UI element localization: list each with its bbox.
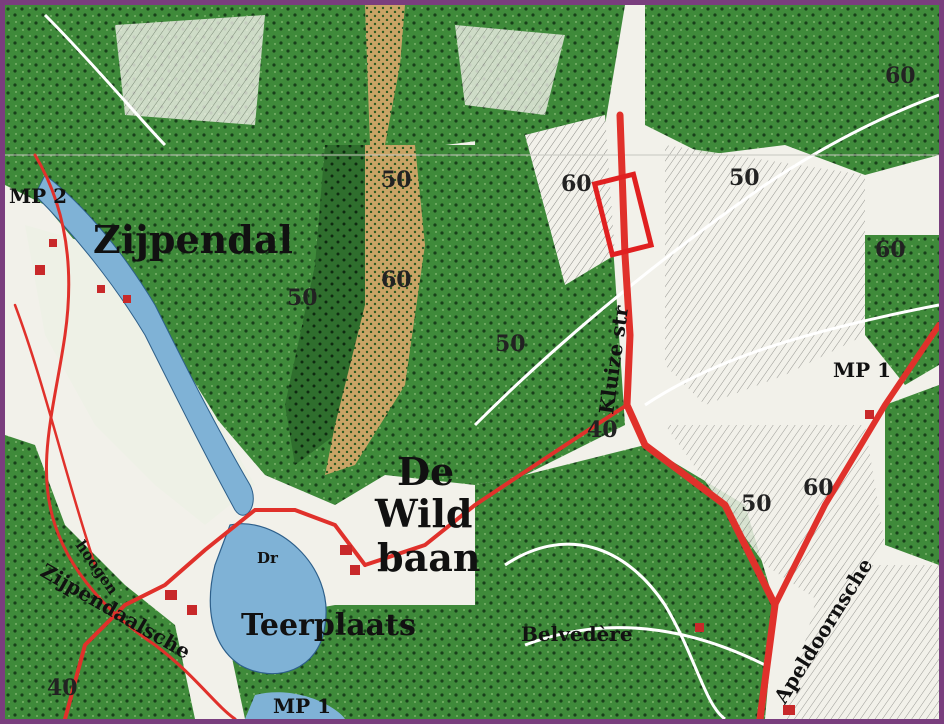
contour-60-topright: 60	[885, 63, 916, 89]
contour-50-wood: 50	[287, 285, 318, 311]
label-dr: Dr	[257, 549, 279, 567]
sandy-strip-north	[365, 5, 405, 145]
label-mp1-east: MP 1	[833, 358, 891, 382]
contour-60-strip: 60	[381, 267, 412, 293]
label-de: De	[397, 449, 454, 494]
tracks	[5, 13, 939, 719]
contour-50-se: 50	[741, 491, 772, 517]
label-mp2: MP 2	[9, 184, 67, 208]
map-canvas: Zijpendal De Wild baan Teerplaats Dr Bel…	[5, 5, 939, 719]
contour-50-west: 50	[495, 331, 526, 357]
label-mp1-south: MP 1	[273, 694, 331, 718]
contour-40-sw: 40	[47, 675, 78, 701]
label-baan: baan	[377, 535, 480, 580]
label-belvedere: Belvedère	[521, 622, 633, 646]
label-wild: Wild	[374, 491, 472, 536]
building-markers	[35, 239, 874, 715]
contour-60-east: 60	[875, 237, 906, 263]
label-zijpendal: Zijpendal	[93, 217, 293, 262]
contour-50-strip: 50	[381, 167, 412, 193]
highlight-box	[591, 171, 655, 258]
main-roads	[13, 111, 939, 719]
sandy-strip	[325, 145, 425, 475]
water	[34, 174, 345, 719]
contour-60-se: 60	[803, 475, 834, 501]
slope-hachures	[115, 15, 939, 719]
label-teerplaats: Teerplaats	[241, 608, 416, 643]
contour-60-top: 60	[561, 171, 592, 197]
contour-40-road: 40	[587, 417, 618, 443]
contour-50-top: 50	[729, 165, 760, 191]
